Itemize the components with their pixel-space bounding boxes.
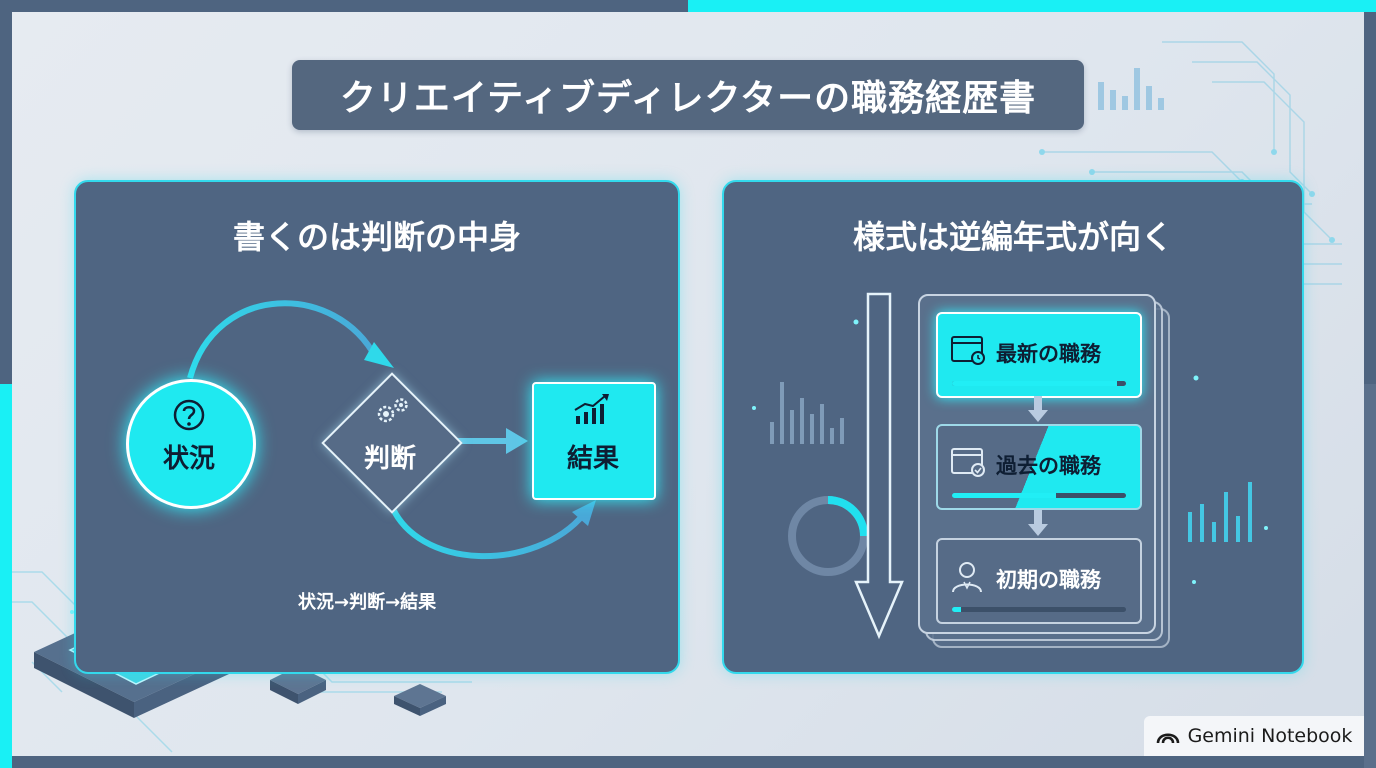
card-latest-progress-fill — [952, 381, 1118, 386]
arc-arrow-bottom — [387, 500, 587, 560]
mini-bars-left — [770, 382, 844, 444]
watermark-badge: Gemini Notebook — [1144, 716, 1364, 756]
person-icon — [950, 560, 988, 598]
frame-accent-top-right — [688, 0, 1376, 12]
timeline-down-arrow — [854, 292, 904, 640]
page-title: クリエイティブディレクターの職務経歴書 — [339, 78, 1037, 119]
result-node — [532, 382, 656, 500]
window-clock-icon — [950, 334, 988, 370]
card-latest-progress — [952, 381, 1126, 386]
circuit-nodes-top-right — [1039, 149, 1335, 243]
card-past-progress-fill — [952, 493, 1057, 498]
card-past-progress — [952, 493, 1126, 498]
straight-arrowhead — [506, 428, 528, 454]
right-panel-heading: 様式は逆編年式が向く — [852, 218, 1173, 256]
result-label: 結果 — [566, 444, 619, 474]
notebook-logo-icon — [1156, 733, 1179, 744]
right-panel-decoration — [752, 319, 1268, 584]
window-check-icon — [950, 446, 988, 482]
flow-caption: 状況→判断→結果 — [298, 592, 437, 613]
card-past-label: 過去の職務 — [996, 454, 1101, 478]
judgment-label: 判断 — [363, 444, 416, 474]
judgment-content-panel: 書くのは判断の中身 状況 — [74, 180, 680, 674]
growth-chart-icon — [572, 392, 612, 430]
frame-accent-bottom-left — [0, 384, 12, 768]
title-banner: クリエイティブディレクターの職務経歴書 — [292, 60, 1084, 130]
question-icon — [172, 398, 206, 436]
left-panel-heading: 書くのは判断の中身 — [232, 218, 521, 256]
card-early-progress — [952, 607, 1126, 612]
card-early-job: 初期の職務 — [936, 538, 1142, 624]
mini-bars-right — [1188, 482, 1252, 542]
mini-bars-top — [1098, 68, 1164, 110]
frame-accent-bottom-right — [1364, 384, 1376, 768]
flow-arrows — [187, 300, 596, 560]
down-arrow-1 — [1028, 396, 1048, 426]
right-glow-particles — [752, 319, 1268, 584]
card-early-progress-fill — [952, 607, 961, 612]
down-arrow-2 — [1028, 510, 1048, 540]
arc-arrowhead-bottom — [572, 500, 596, 526]
slide-canvas: クリエイティブディレクターの職務経歴書 書くのは判断の中身 — [12, 12, 1364, 756]
document-stack: 最新の職務 過去の職務 — [918, 294, 1170, 648]
arc-arrow-top — [187, 300, 379, 379]
card-past-job: 過去の職務 — [936, 424, 1142, 510]
format-panel: 様式は逆編年式が向く — [722, 180, 1304, 674]
card-early-label: 初期の職務 — [996, 568, 1101, 592]
gears-icon — [372, 396, 412, 430]
card-latest-label: 最新の職務 — [996, 342, 1101, 366]
situation-label: 状況 — [162, 444, 215, 474]
arc-arrowhead-top — [364, 342, 394, 368]
watermark-text: Gemini Notebook — [1187, 725, 1353, 747]
ring-progress — [827, 496, 868, 537]
card-latest-job: 最新の職務 — [936, 312, 1142, 398]
